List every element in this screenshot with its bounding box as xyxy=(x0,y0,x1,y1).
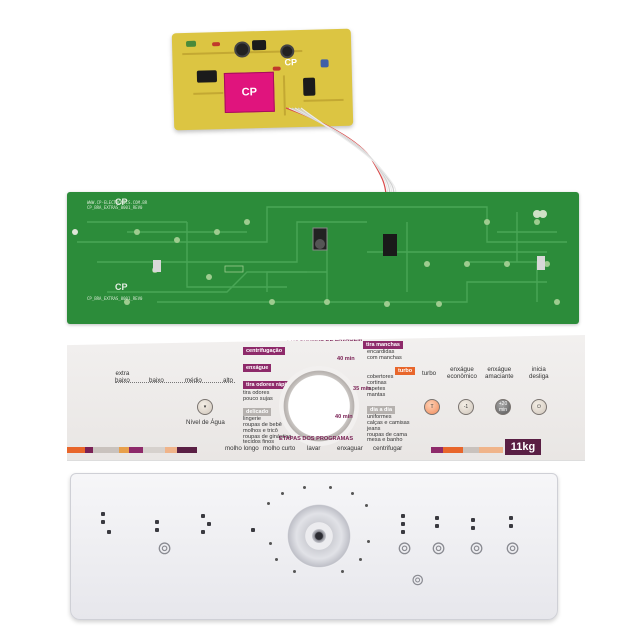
led-window xyxy=(401,522,405,526)
led-window xyxy=(401,514,405,518)
component xyxy=(185,40,197,47)
enxague-economico-caption: enxágue econômico xyxy=(447,366,477,380)
led-window xyxy=(471,518,475,522)
decorative-color-stripes xyxy=(67,447,197,453)
led-window xyxy=(107,530,111,534)
silkscreen-text: WWW.CP-ELECTRONICS.COM.BR xyxy=(87,200,148,205)
water-level-extra-baixo: extra baixo xyxy=(115,370,130,384)
program-cobertores: cobertores cortinas tapetes mantas xyxy=(367,374,394,398)
indicator-dot xyxy=(293,570,296,573)
tag-enxague: enxágue xyxy=(243,364,272,372)
indicator-dot xyxy=(329,486,332,489)
inicia-desliga-caption: inicia desliga xyxy=(529,366,549,380)
tag-centrifugacao: centrifugação xyxy=(243,347,286,355)
pink-sticker-label: CP xyxy=(223,71,275,113)
led-window xyxy=(155,528,159,532)
front-panel-bezel: ⊚ ⊚ ⊚ ⊚ ⊚ ⊚ xyxy=(70,473,558,620)
programs-header: PROGRAMAS DE LAVAGEM xyxy=(287,337,362,343)
led-window xyxy=(435,516,439,520)
water-level-scale xyxy=(115,382,235,383)
tag-turbo: turbo xyxy=(395,367,416,375)
indicator-dot xyxy=(365,504,368,507)
dial-shaft-hole xyxy=(312,529,326,543)
indicator-dot xyxy=(341,570,344,573)
program-dial[interactable] xyxy=(279,366,359,446)
step-enxaguar: enxaguar xyxy=(337,445,363,452)
capacity-badge: 11kg xyxy=(505,439,541,455)
swirl-button-icon[interactable]: ⊚ xyxy=(157,538,173,559)
led-window xyxy=(401,530,405,534)
steps-header: ETAPAS DOS PROGRAMAS xyxy=(279,436,354,442)
resistor xyxy=(212,42,221,47)
indicator-dot xyxy=(351,492,354,495)
indicator-dot xyxy=(269,542,272,545)
water-level-button[interactable]: ▾ xyxy=(197,399,213,415)
led-window xyxy=(251,528,255,532)
swirl-button-icon[interactable]: ⊚ xyxy=(505,538,521,559)
swirl-button-icon[interactable]: ⊚ xyxy=(397,538,413,559)
component xyxy=(320,59,329,68)
program-lingerie: lingerie roupas de bebê molhos e tricô r… xyxy=(243,416,292,446)
main-green-circuit-board: WWW.CP-ELECTRONICS.COM.BR CP_BRA_EXTRAS_… xyxy=(67,192,579,324)
pcb-traces xyxy=(72,206,567,307)
decorative-color-stripes-right xyxy=(431,447,503,453)
silkscreen-text: CP_BRA_EXTRAS_0001_REV0 xyxy=(87,296,143,301)
led-window xyxy=(155,520,159,524)
tag-tira-odores-rapido: tira odores rápido xyxy=(243,381,296,389)
tag-tira-manchas: tira manchas xyxy=(363,341,403,349)
program-encardidas: encardidas com manchas xyxy=(367,349,402,361)
yellow-board-logo: CP xyxy=(284,57,298,68)
chip xyxy=(196,70,218,83)
small-yellow-circuit-board: CP CP xyxy=(171,28,354,131)
enxague-amaciante-caption: enxágue amaciante xyxy=(485,366,514,380)
indicator-dot xyxy=(281,492,284,495)
step-molho-longo: molho longo xyxy=(225,445,259,452)
relay xyxy=(302,77,316,96)
indicator-dot xyxy=(367,540,370,543)
resistor xyxy=(272,66,281,71)
led-window xyxy=(471,526,475,530)
led-window xyxy=(201,530,205,534)
green-board-logo-top: CP xyxy=(115,197,128,207)
led-window xyxy=(435,524,439,528)
sticker-logo: CP xyxy=(241,86,258,99)
enxague-amaciante-button[interactable]: +20 min xyxy=(495,399,511,415)
water-level-medio: médio xyxy=(185,377,202,384)
led-window xyxy=(509,524,513,528)
tag-delicado: delicado xyxy=(243,408,272,416)
step-centrifugar: centrifugar xyxy=(373,445,403,452)
indicator-dot xyxy=(267,502,270,505)
led-window xyxy=(509,516,513,520)
step-lavar: lavar xyxy=(307,445,321,452)
green-board-logo-bottom: CP xyxy=(115,282,128,292)
turbo-caption: turbo xyxy=(422,370,437,377)
led-window xyxy=(101,520,105,524)
indicator-dot xyxy=(303,486,306,489)
dial-minutes: 40 min xyxy=(335,414,353,420)
capacitor xyxy=(234,41,251,58)
water-level-alto: alto xyxy=(223,377,233,384)
dial-minutes: 35 min xyxy=(353,386,371,392)
swirl-button-icon[interactable]: ⊚ xyxy=(469,538,485,559)
dial-minutes: 40 min xyxy=(337,356,355,362)
led-window xyxy=(207,522,211,526)
indicator-dot xyxy=(275,558,278,561)
chip xyxy=(251,39,267,51)
swirl-button-icon[interactable]: ⊚ xyxy=(431,538,447,559)
water-level-baixo: baixo xyxy=(149,377,164,384)
water-level-caption: Nível de Água xyxy=(186,419,225,426)
swirl-logo-icon: ⊚ xyxy=(411,570,425,589)
led-window xyxy=(101,512,105,516)
step-molho-curto: molho curto xyxy=(263,445,296,452)
control-panel-decal: PROGRAMAS DE LAVAGEM centrifugação enxág… xyxy=(67,335,585,461)
power-button[interactable]: ⏻ xyxy=(531,399,547,415)
silkscreen-text: CP_BRA_EXTRAS_0001_REV0 xyxy=(87,205,143,210)
indicator-dot xyxy=(359,558,362,561)
turbo-button[interactable]: T xyxy=(424,399,440,415)
program-uniformes: uniformes calças e camisas jeans roupas … xyxy=(367,414,410,444)
program-tira-odores: tira odores pouco sujas xyxy=(243,390,273,402)
tag-dia-a-dia: dia a dia xyxy=(367,406,396,414)
enxague-economico-button[interactable]: -1 xyxy=(458,399,474,415)
led-window xyxy=(201,514,205,518)
